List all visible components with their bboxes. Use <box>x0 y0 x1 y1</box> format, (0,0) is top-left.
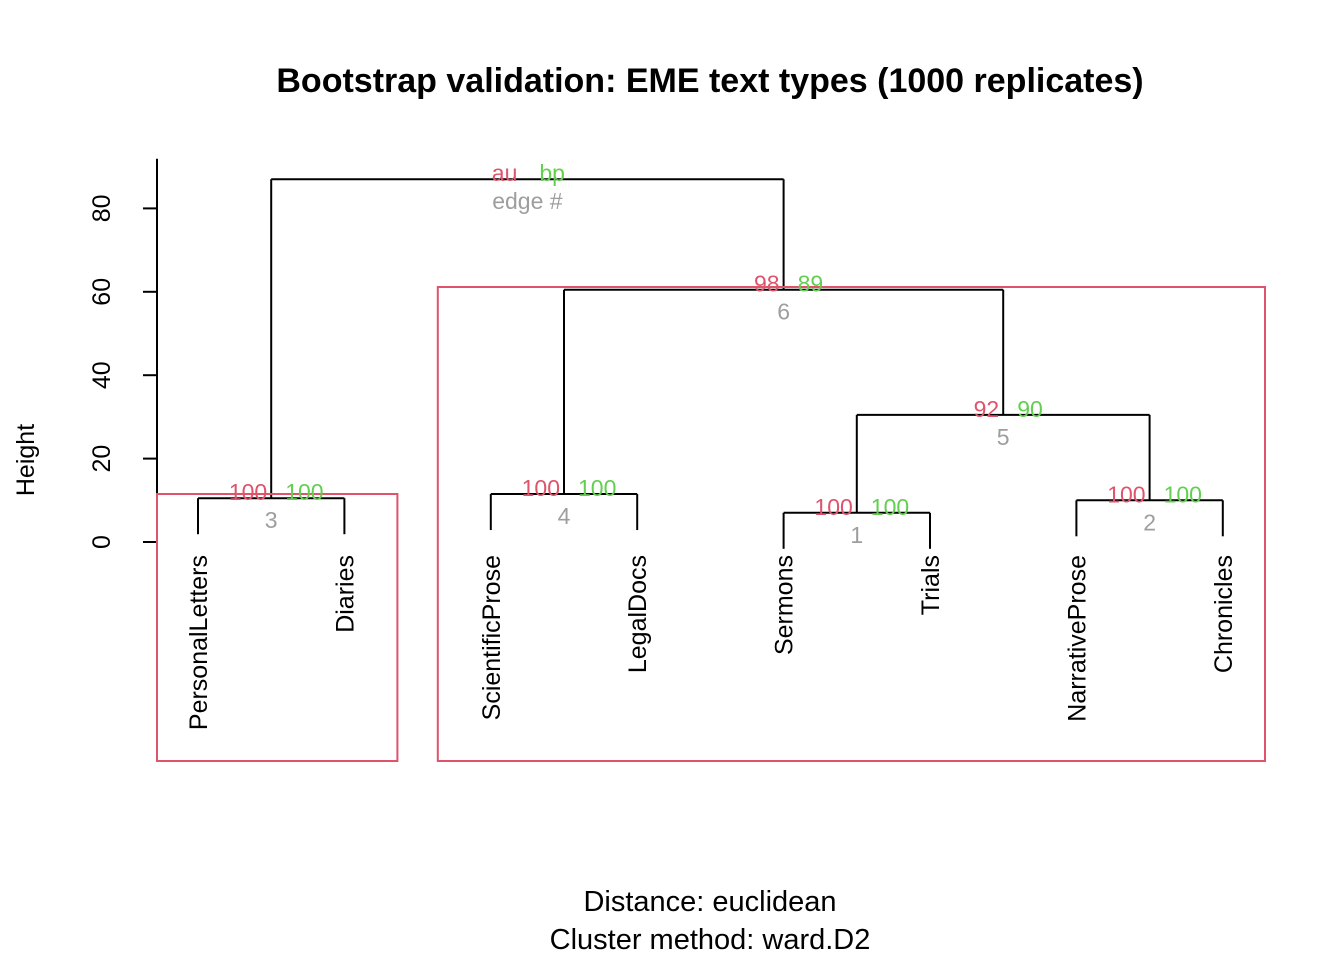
y-tick-label: 20 <box>88 445 116 473</box>
y-tick-label: 0 <box>88 535 116 549</box>
au-value: 100 <box>1107 481 1145 507</box>
cluster-box <box>436 286 1266 762</box>
leaf-label: LegalDocs <box>624 555 652 673</box>
chart-title: Bootstrap validation: EME text types (10… <box>276 62 1143 100</box>
y-tick-label: 80 <box>88 194 116 222</box>
au-value: 98 <box>754 271 780 297</box>
bp-value: 100 <box>871 494 909 520</box>
subtitle-line-2: Cluster method: ward.D2 <box>550 924 871 956</box>
leaf-label: Sermons <box>771 555 799 655</box>
bp-value: 89 <box>798 271 824 297</box>
edge-number: 2 <box>1143 509 1156 535</box>
legend-au: au <box>492 160 518 186</box>
y-tick-label: 60 <box>88 278 116 306</box>
au-value: 100 <box>522 475 560 501</box>
legend-edge: edge # <box>492 188 563 214</box>
leaf-label: ScientificProse <box>478 555 506 720</box>
bp-value: 100 <box>1164 481 1202 507</box>
edge-number: 6 <box>777 299 790 325</box>
edge-number: 1 <box>850 522 863 548</box>
bp-value: 90 <box>1017 396 1043 422</box>
bp-value: 100 <box>578 475 616 501</box>
edge-number: 4 <box>558 503 571 529</box>
leaf-label: Chronicles <box>1210 555 1238 673</box>
subtitle-line-1: Distance: euclidean <box>583 886 836 918</box>
cluster-boxes <box>156 286 1266 762</box>
y-tick-label: 40 <box>88 361 116 389</box>
bp-value: 100 <box>285 479 323 505</box>
dendrogram-tree <box>197 178 1224 549</box>
au-value: 92 <box>974 396 1000 422</box>
au-value: 100 <box>229 479 267 505</box>
leaf-label: Diaries <box>331 555 359 633</box>
leaf-labels: PersonalLetters Diaries ScientificProse Leg… <box>185 555 1238 730</box>
leaf-label: Trials <box>917 555 945 615</box>
y-axis: 0 20 40 60 80 <box>88 158 158 549</box>
edge-number: 5 <box>997 424 1010 450</box>
leaf-label: PersonalLetters <box>185 555 213 730</box>
au-value: 100 <box>814 494 852 520</box>
edge-number: 3 <box>265 507 278 533</box>
cluster-box <box>156 493 399 762</box>
leaf-label: NarrativeProse <box>1063 555 1091 722</box>
y-axis-label: Height <box>12 424 40 496</box>
legend-bp: bp <box>539 160 565 186</box>
